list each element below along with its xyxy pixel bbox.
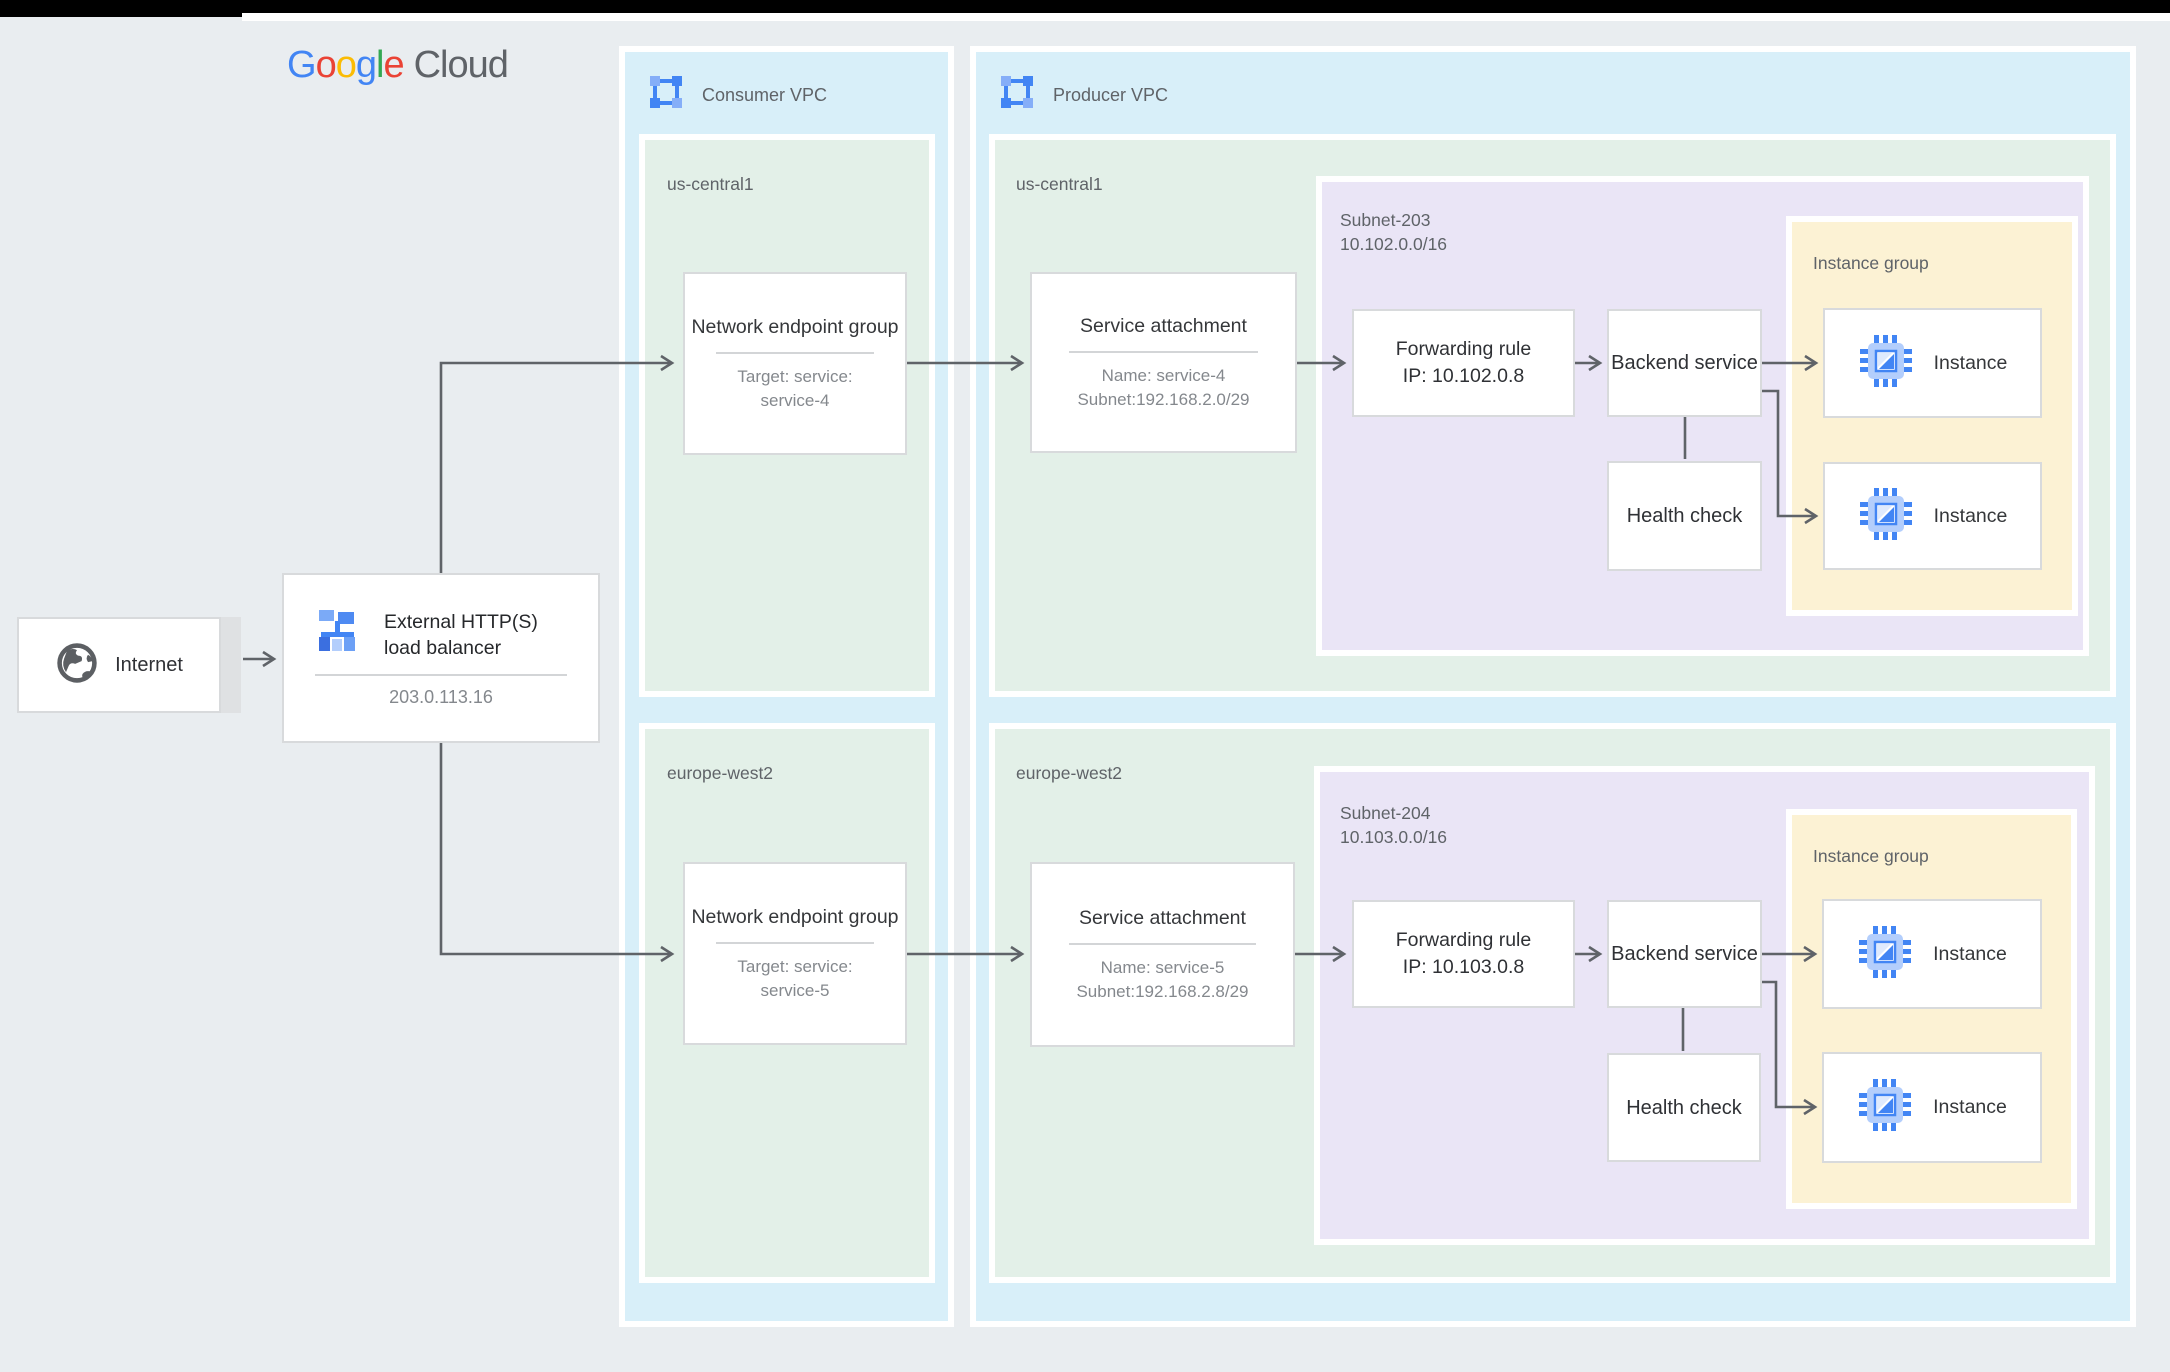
forwarding-rule-card: Forwarding rule IP: 10.102.0.8 [1352, 309, 1575, 417]
top-white-strip [242, 13, 2170, 21]
region-label: us-central1 [667, 174, 754, 194]
region-label: us-central1 [1016, 174, 1103, 194]
neg-title: Network endpoint group [691, 316, 899, 338]
load-balancer-title: External HTTP(S) load balancer [384, 609, 538, 661]
producer-region-europe-west2: europe-west2 Service attachment Name: se… [995, 729, 2110, 1277]
neg-target-line: Target: service: [737, 957, 853, 976]
logo-letter: G [287, 44, 317, 86]
consumer-region-us-central1: us-central1 Network endpoint group Targe… [645, 140, 929, 691]
load-balancer-icon [314, 608, 362, 661]
health-check-card: Health check [1607, 1053, 1761, 1162]
health-check-label: Health check [1626, 1096, 1742, 1119]
forwarding-rule-ip: IP: 10.102.0.8 [1402, 365, 1525, 387]
load-balancer-title-line1: External HTTP(S) [384, 610, 538, 633]
neg-target-line: service-4 [760, 391, 830, 410]
backend-service-card: Backend service [1607, 309, 1762, 417]
subnet-name: Subnet-204 [1340, 803, 1431, 823]
backend-service-label: Backend service [1611, 943, 1758, 965]
instance-card: Instance [1822, 899, 2042, 1009]
logo-letter: g [355, 44, 377, 86]
subnet-name: Subnet-203 [1340, 210, 1431, 230]
globe-icon [55, 641, 99, 690]
subnet-204-zone: Subnet-204 10.103.0.0/16 Forwarding rule… [1320, 772, 2089, 1239]
service-attachment-card: Service attachment Name: service-5 Subne… [1030, 862, 1295, 1047]
instance-label: Instance [1933, 351, 2008, 374]
instance-card: Instance [1823, 308, 2042, 418]
logo-letter: o [315, 44, 337, 86]
logo-cloud-text: Cloud [413, 44, 509, 86]
consumer-region-europe-west2: europe-west2 Network endpoint group Targ… [645, 729, 929, 1277]
instance-group-title: Instance group [1813, 846, 1929, 866]
load-balancer-title-line2: load balancer [384, 636, 502, 659]
consumer-vpc-header: Consumer VPC [648, 74, 827, 115]
producer-region-us-central1: us-central1 Service attachment Name: ser… [995, 140, 2110, 691]
instance-label: Instance [1933, 1096, 2007, 1118]
instance-card: Instance [1823, 462, 2042, 570]
top-left-artifact-bar [0, 0, 242, 17]
internet-card: Internet [17, 617, 221, 713]
instance-label: Instance [1933, 942, 2007, 965]
subnet-cidr: 10.103.0.0/16 [1340, 827, 1448, 847]
card-divider [1068, 351, 1259, 353]
service-attachment-title: Service attachment [1080, 315, 1247, 337]
consumer-vpc-zone: Consumer VPC us-central1 Network endpoin… [625, 52, 948, 1321]
instance-card: Instance [1822, 1052, 2042, 1163]
neg-title: Network endpoint group [691, 906, 899, 928]
region-label: europe-west2 [667, 763, 774, 783]
instance-label: Instance [1933, 504, 2008, 527]
neg-target-line: service-5 [760, 981, 830, 1000]
service-attachment-name: Name: service-5 [1100, 958, 1225, 977]
top-artifact-bar [0, 0, 2170, 13]
instance-group-zone: Instance group [1792, 222, 2072, 610]
health-check-label: Health check [1626, 505, 1743, 527]
producer-vpc-title: Producer VPC [1053, 84, 1169, 105]
load-balancer-ip: 203.0.113.16 [389, 687, 493, 707]
instance-group-zone: Instance group [1792, 815, 2071, 1203]
health-check-card: Health check [1607, 461, 1762, 571]
service-attachment-card: Service attachment Name: service-4 Subne… [1030, 272, 1297, 453]
compute-chip-icon [1858, 333, 1914, 394]
forwarding-rule-card: Forwarding rule IP: 10.103.0.8 [1352, 900, 1575, 1008]
vpc-network-icon [999, 74, 1035, 115]
forwarding-rule-title: Forwarding rule [1395, 929, 1532, 951]
load-balancer-row: External HTTP(S) load balancer [284, 608, 598, 661]
card-divider [1068, 943, 1257, 945]
vpc-network-icon [648, 74, 684, 115]
region-label: europe-west2 [1016, 763, 1123, 783]
compute-chip-icon [1857, 924, 1913, 985]
forwarding-rule-title: Forwarding rule [1395, 338, 1532, 360]
consumer-vpc-title: Consumer VPC [702, 84, 828, 105]
subnet-label-block: Subnet-204 10.103.0.0/16 [1340, 801, 1447, 849]
backend-service-card: Backend service [1607, 900, 1762, 1008]
internet-card-shadow [220, 617, 241, 713]
logo-letter: l [375, 44, 385, 86]
service-attachment-subnet: Subnet:192.168.2.8/29 [1076, 982, 1249, 1001]
service-attachment-subnet: Subnet:192.168.2.0/29 [1077, 390, 1250, 409]
subnet-cidr: 10.102.0.0/16 [1340, 234, 1448, 254]
producer-vpc-zone: Producer VPC us-central1 Service attachm… [976, 52, 2130, 1321]
backend-service-label: Backend service [1611, 352, 1758, 374]
compute-chip-icon [1857, 1077, 1913, 1138]
logo-letter: o [335, 44, 357, 86]
service-attachment-name: Name: service-4 [1101, 366, 1226, 385]
network-endpoint-group-card: Network endpoint group Target: service: … [683, 272, 907, 455]
forwarding-rule-ip: IP: 10.103.0.8 [1402, 956, 1525, 978]
subnet-label-block: Subnet-203 10.102.0.0/16 [1340, 208, 1447, 256]
neg-target-line: Target: service: [737, 367, 853, 386]
service-attachment-title: Service attachment [1079, 907, 1246, 929]
internet-label: Internet [115, 653, 183, 676]
producer-vpc-header: Producer VPC [999, 74, 1168, 115]
instance-group-title: Instance group [1813, 253, 1929, 273]
compute-chip-icon [1858, 486, 1914, 547]
card-divider [715, 352, 875, 354]
card-divider [315, 674, 567, 676]
logo-letter: e [383, 44, 404, 86]
load-balancer-card: External HTTP(S) load balancer 203.0.113… [282, 573, 600, 743]
subnet-203-zone: Subnet-203 10.102.0.0/16 Forwarding rule… [1322, 182, 2083, 650]
network-endpoint-group-card: Network endpoint group Target: service: … [683, 862, 907, 1045]
card-divider [715, 942, 875, 944]
